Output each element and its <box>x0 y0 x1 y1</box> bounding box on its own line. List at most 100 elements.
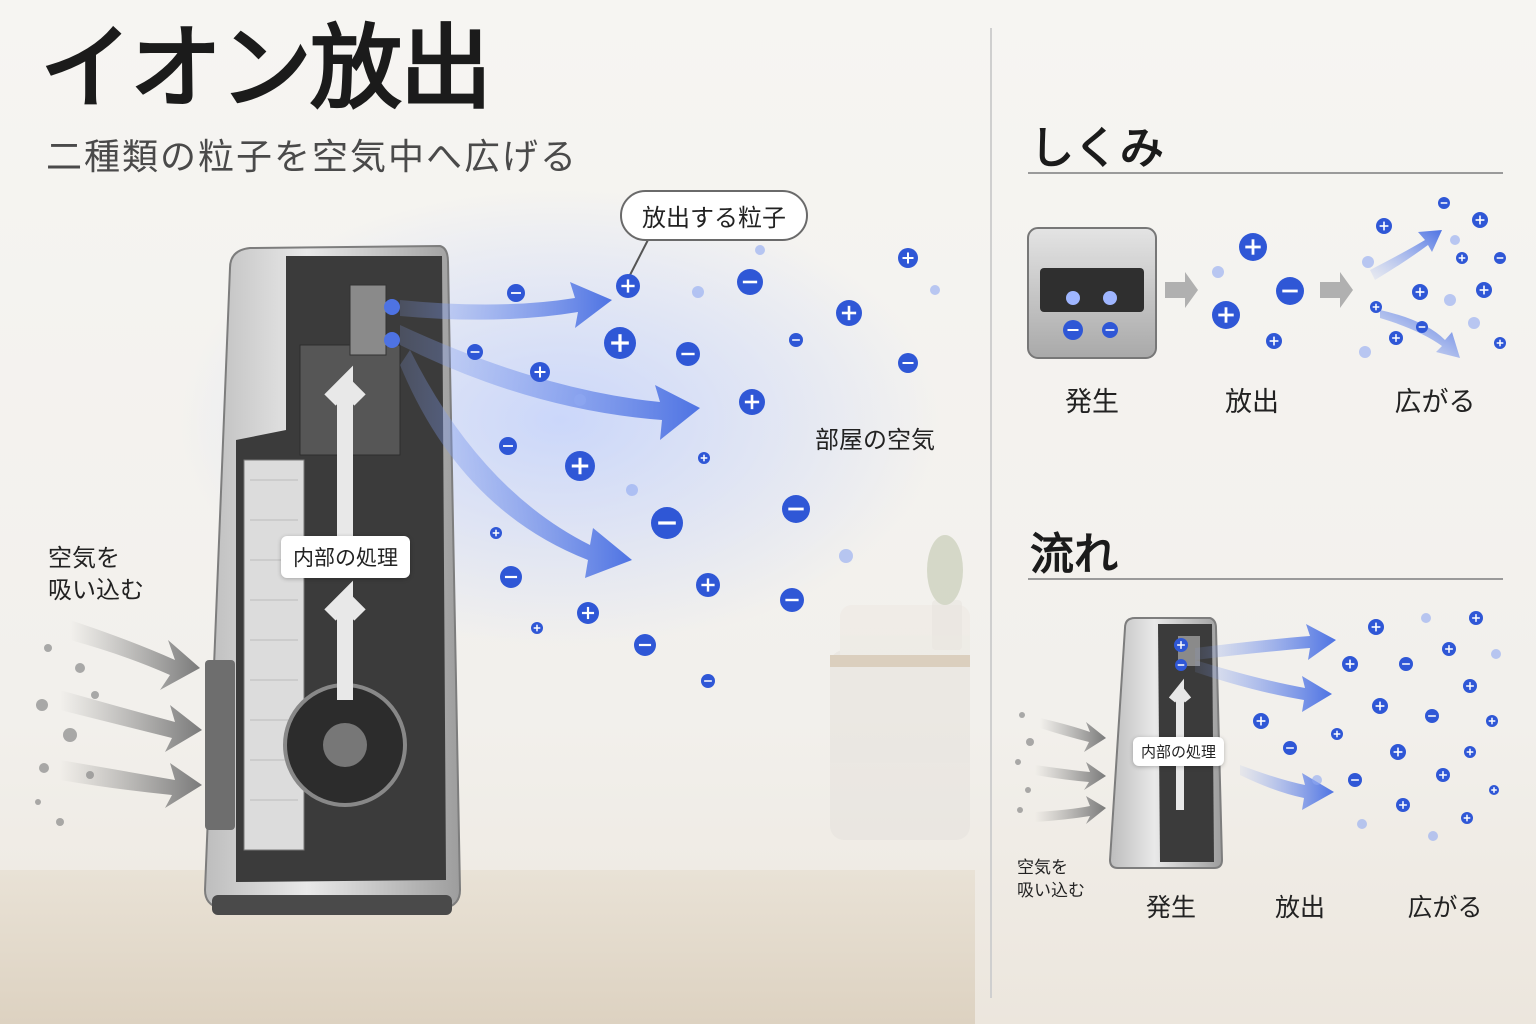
positive-ion-icon <box>1476 282 1492 298</box>
ion-output-arrows <box>400 282 700 578</box>
positive-ion-icon <box>1469 611 1483 625</box>
positive-ion-icon <box>1396 798 1410 812</box>
particle-dot <box>626 484 638 496</box>
intake-label-line1: 空気を <box>48 544 120 572</box>
intake-label: 空気を 吸い込む <box>48 542 144 607</box>
positive-ion-icon <box>616 274 640 298</box>
particle-dot <box>1362 256 1374 268</box>
positive-ion-icon <box>1239 233 1267 261</box>
positive-ion-icon <box>565 451 595 481</box>
positive-ion-icon <box>1436 768 1450 782</box>
positive-ion-icon <box>1376 218 1392 234</box>
positive-ion-icon <box>577 602 599 624</box>
negative-ion-icon <box>780 588 804 612</box>
positive-ion-icon <box>604 327 636 359</box>
generator-module <box>1027 227 1157 359</box>
flow-rule <box>1028 578 1503 580</box>
positive-ion-icon <box>1442 642 1456 656</box>
positive-ion-icon <box>1494 337 1506 349</box>
negative-ion-icon <box>676 342 700 366</box>
positive-ion-icon <box>1342 656 1358 672</box>
positive-ion-icon <box>1390 744 1406 760</box>
positive-ion-icon <box>1370 301 1382 313</box>
callout-leader <box>629 235 651 276</box>
negative-ion-icon <box>782 495 810 523</box>
mini-dust <box>1015 712 1034 813</box>
negative-ion-icon <box>500 566 522 588</box>
negative-ion-icon <box>499 437 517 455</box>
positive-ion-icon <box>1368 619 1384 635</box>
negative-ion-icon <box>737 269 763 295</box>
positive-ion-icon <box>1486 715 1498 727</box>
room-air-label: 部屋の空気 <box>815 426 935 454</box>
positive-ion-icon <box>1212 301 1240 329</box>
negative-ion-icon <box>651 507 683 539</box>
negative-ion-icon <box>1102 322 1118 338</box>
particle-dot <box>930 285 940 295</box>
particle-dot <box>1491 649 1501 659</box>
page-subtitle: 二種類の粒子を空気中へ広げる <box>46 137 579 178</box>
panel-divider <box>990 28 992 998</box>
negative-ion-icon <box>789 333 803 347</box>
positive-ion-icon <box>1489 785 1499 795</box>
negative-ion-icon <box>1283 741 1297 755</box>
flow-intake-label-line2: 吸い込む <box>1017 880 1085 901</box>
dust-particles <box>35 644 99 826</box>
positive-ion-icon <box>530 362 550 382</box>
mechanism-step-spread: 広がる <box>1394 387 1476 418</box>
negative-ion-icon <box>1348 773 1362 787</box>
mechanism-step-generate: 発生 <box>1065 387 1119 418</box>
positive-ion-icon <box>1472 212 1488 228</box>
particle-dot <box>1428 831 1438 841</box>
mechanism-title: しくみ <box>1030 123 1164 174</box>
intake-label-line2: 吸い込む <box>48 576 144 605</box>
particle-dot <box>574 394 586 406</box>
negative-ion-icon <box>634 634 656 656</box>
particle-dot <box>1357 819 1367 829</box>
particle-dot <box>1312 775 1322 785</box>
particle-dot <box>1444 294 1456 306</box>
positive-ion-icon <box>1461 812 1473 824</box>
positive-ion-icon <box>531 622 543 634</box>
positive-ion-icon <box>1372 698 1388 714</box>
negative-ion-icon <box>1399 657 1413 671</box>
page-title: イオン放出 <box>40 15 492 122</box>
negative-ion-icon <box>1063 320 1083 340</box>
positive-ion-icon <box>1463 679 1477 693</box>
particle-dot <box>1359 346 1371 358</box>
positive-ion-icon <box>1174 638 1188 652</box>
flow-title: 流れ <box>1030 529 1118 580</box>
particle-dot <box>692 286 704 298</box>
step-arrows <box>1165 272 1353 308</box>
intake-arrows <box>60 620 202 808</box>
positive-ion-icon <box>739 389 765 415</box>
spread-arrows <box>1370 230 1460 358</box>
positive-ion-icon <box>696 573 720 597</box>
positive-ion-icon <box>1253 713 1269 729</box>
particle-dot <box>1450 235 1460 245</box>
flow-step-emit: 放出 <box>1274 893 1325 922</box>
negative-ion-icon <box>467 344 483 360</box>
mini-output-arrows <box>1195 624 1336 810</box>
negative-ion-icon <box>701 674 715 688</box>
mechanism-step-emit: 放出 <box>1225 387 1279 418</box>
internal-process-label: 内部の処理 <box>281 536 410 578</box>
negative-ion-icon <box>1175 659 1187 671</box>
positive-ion-icon <box>1456 252 1468 264</box>
particle-dot <box>755 245 765 255</box>
flow-step-generate: 発生 <box>1145 893 1196 922</box>
positive-ion-icon <box>898 248 918 268</box>
positive-ion-icon <box>1389 331 1403 345</box>
flow-internal-process-label: 内部の処理 <box>1133 737 1225 766</box>
negative-ion-icon <box>507 284 525 302</box>
flow-intake-label-line1: 空気を <box>1017 858 1068 878</box>
negative-ion-icon <box>1276 277 1304 305</box>
